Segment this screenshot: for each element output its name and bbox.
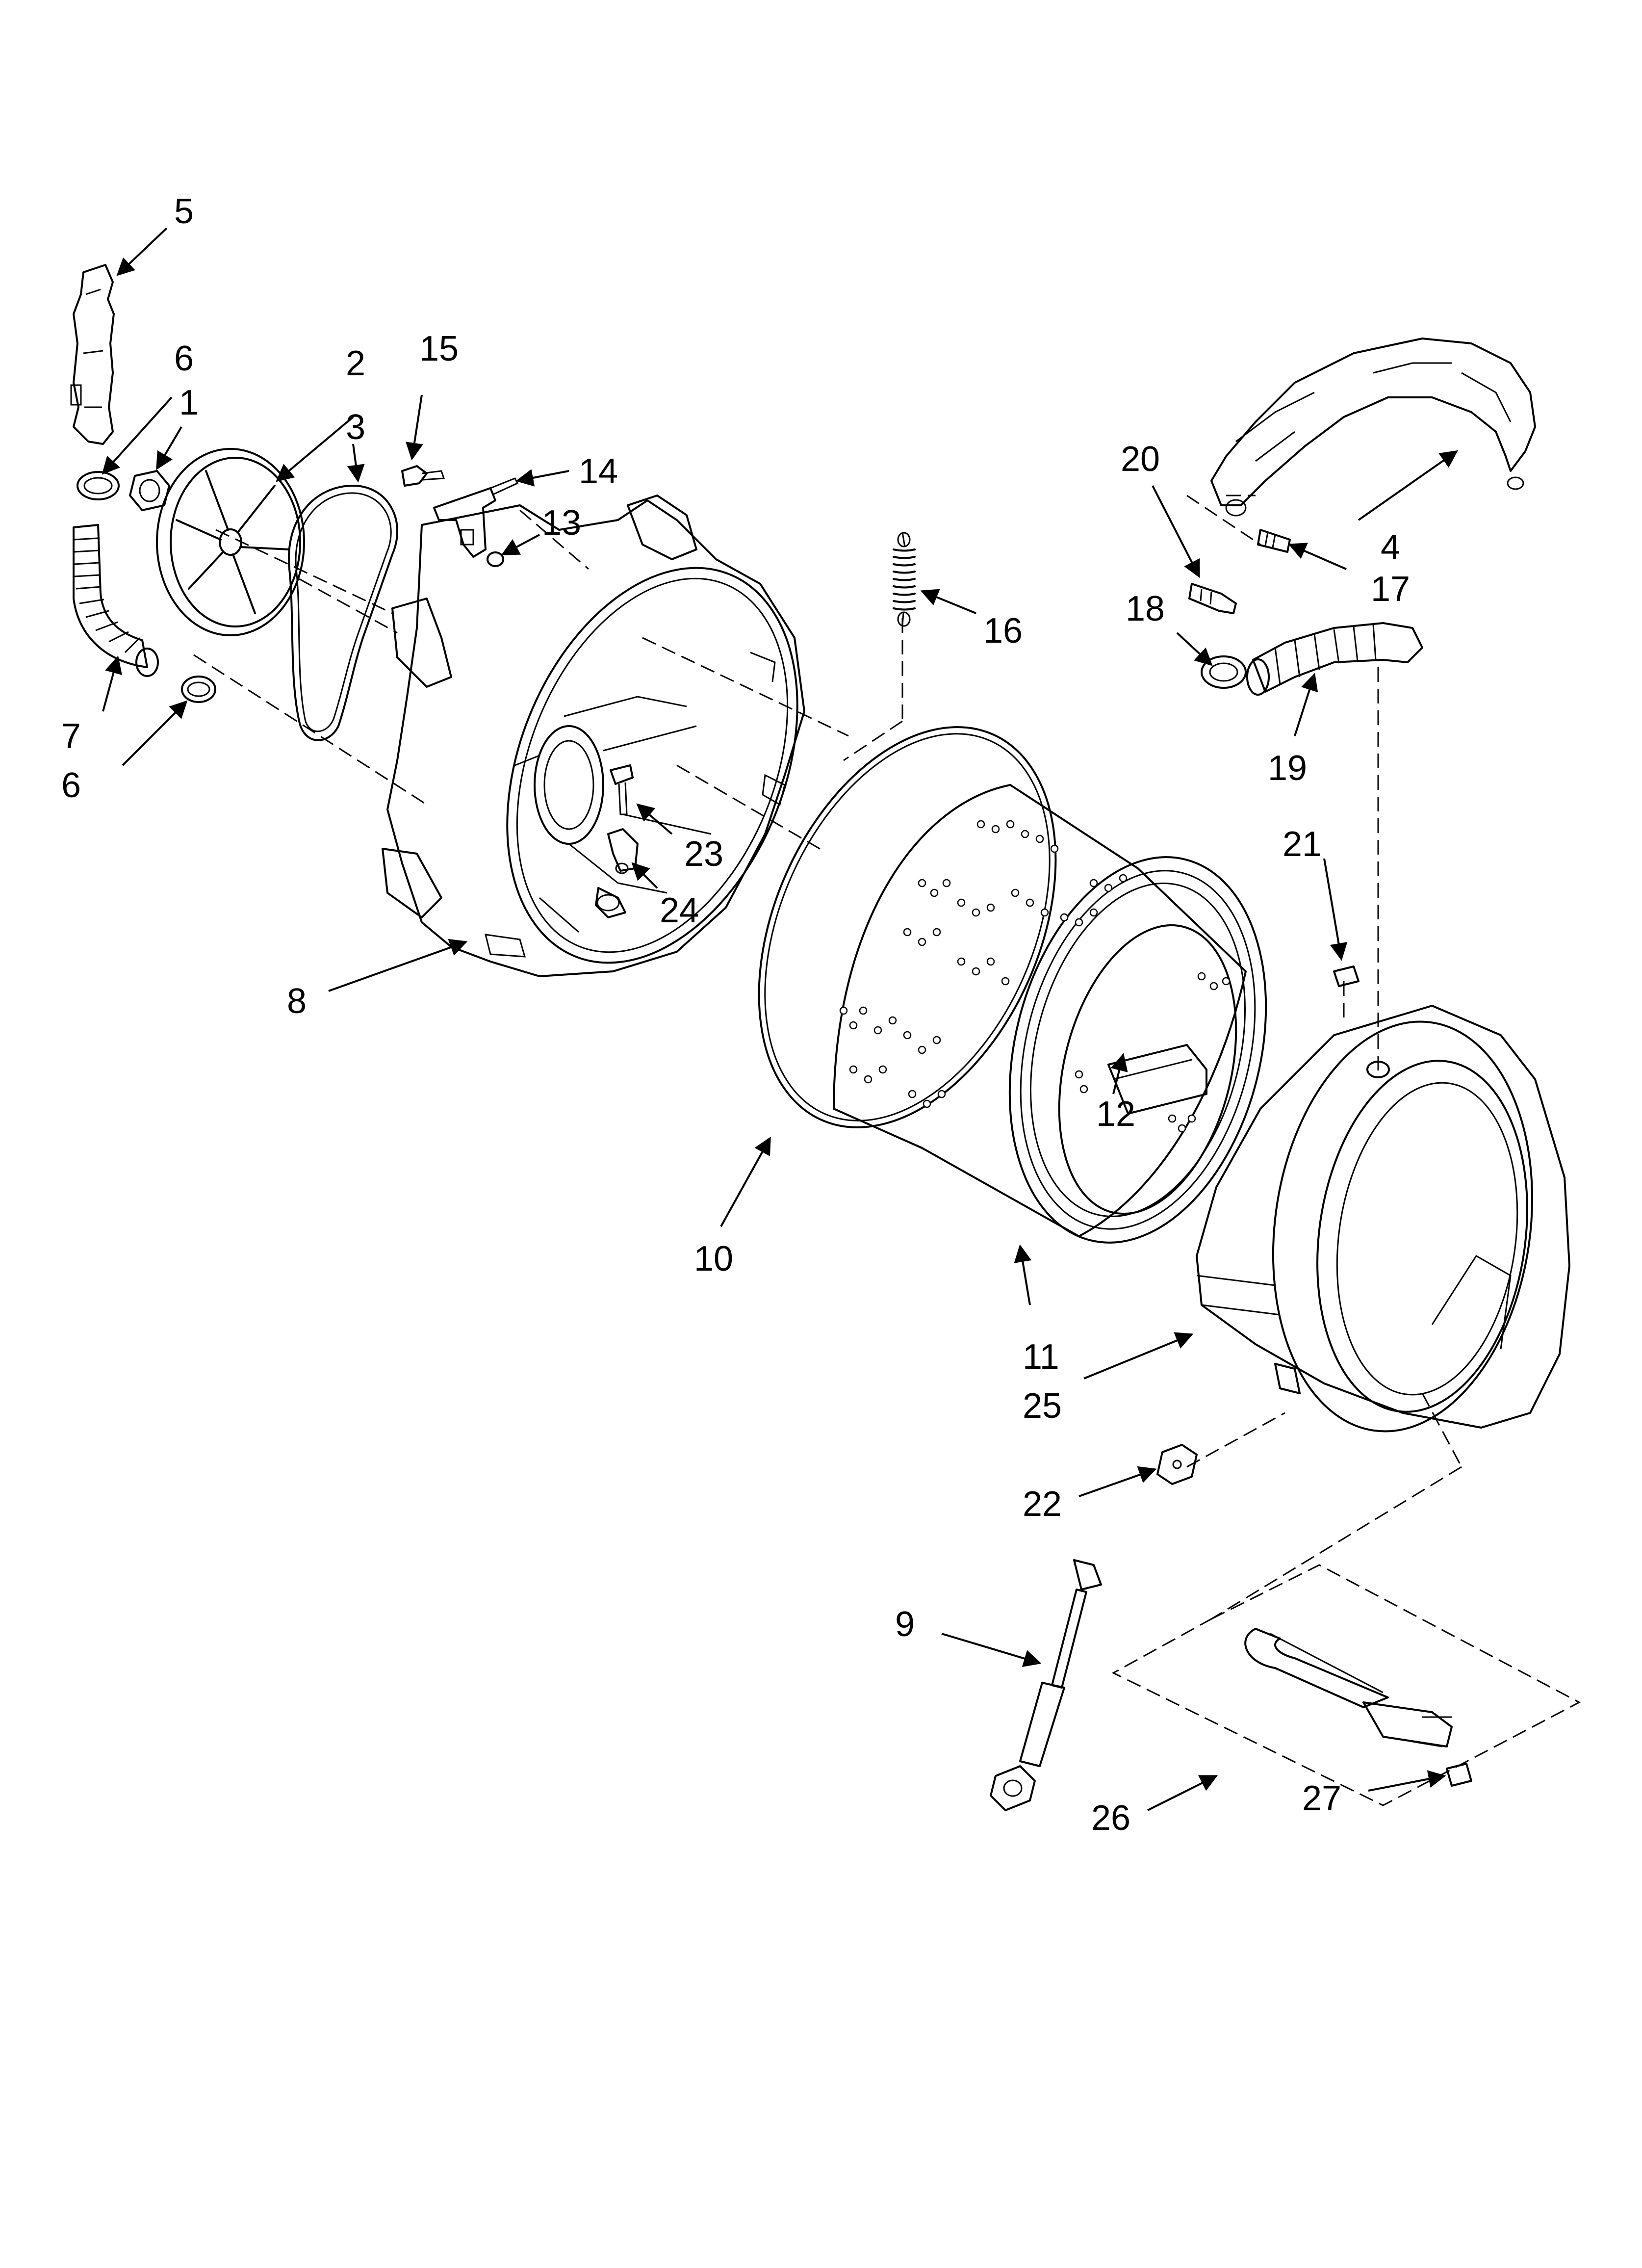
tub-bolt-part [1257,529,1291,553]
callout-16: 16 [983,611,1023,651]
shock-absorber-part [990,1559,1102,1811]
spacer-22-part [1156,1444,1198,1485]
callout-6-bottom: 6 [61,766,81,805]
heater-element-part [1244,1628,1453,1747]
callout-9: 9 [895,1605,915,1644]
basket-part [833,784,1267,1244]
bolt-part [610,764,634,815]
drain-hose-part [73,524,159,677]
callout-27: 27 [1302,1779,1341,1818]
callout-12: 12 [1096,1095,1135,1134]
callout-13: 13 [542,503,581,543]
vent-hose-part [1246,622,1423,696]
tub-seal-part [758,726,1057,1128]
heater-kit-box [1111,1564,1581,1806]
washer-part [487,551,504,567]
callout-24: 24 [660,891,699,930]
basket-perforations [839,820,1231,1133]
spring-part [893,532,916,627]
pulley-part [156,448,305,636]
callout-25: 25 [1023,1386,1062,1426]
callout-5: 5 [174,192,194,231]
hose-bracket-part [70,264,115,445]
callout-10: 10 [694,1239,733,1278]
callout-3: 3 [346,408,365,447]
callout-4: 4 [1381,528,1400,567]
callout-8: 8 [287,982,307,1021]
callout-26: 26 [1091,1799,1130,1838]
bracket-part [433,477,519,558]
callout-2: 2 [346,344,365,383]
callout-20: 20 [1121,440,1160,479]
callout-23: 23 [684,834,723,874]
clip-21-part [1333,965,1360,987]
callout-6-top: 6 [174,339,194,378]
clip-part [607,828,639,874]
assembly-lines [193,495,1462,1620]
callout-1: 1 [179,383,199,422]
callout-labels: 5 6 1 2 3 15 14 13 16 7 6 8 23 24 10 11 … [61,192,1410,1838]
screw-part [401,465,445,487]
callout-11: 11 [1023,1337,1059,1377]
fitting-part [1188,583,1237,614]
callout-7: 7 [61,717,81,756]
heater-sensor-part [1446,1763,1472,1787]
nut-part [129,470,170,511]
callout-17: 17 [1371,570,1410,609]
front-tub-part [1196,1005,1570,1433]
hose-clamp-part [1201,655,1247,689]
callout-18: 18 [1126,589,1165,628]
tub-cover-part [1210,338,1536,517]
clamp-part [77,471,216,703]
belt-part [287,485,398,741]
callout-21: 21 [1283,825,1322,864]
rear-tub-part [382,495,805,977]
callout-22: 22 [1023,1485,1062,1524]
callout-14: 14 [579,452,618,491]
leader-lines [102,227,1458,1811]
callout-15: 15 [419,329,459,368]
callout-19: 19 [1268,749,1307,788]
